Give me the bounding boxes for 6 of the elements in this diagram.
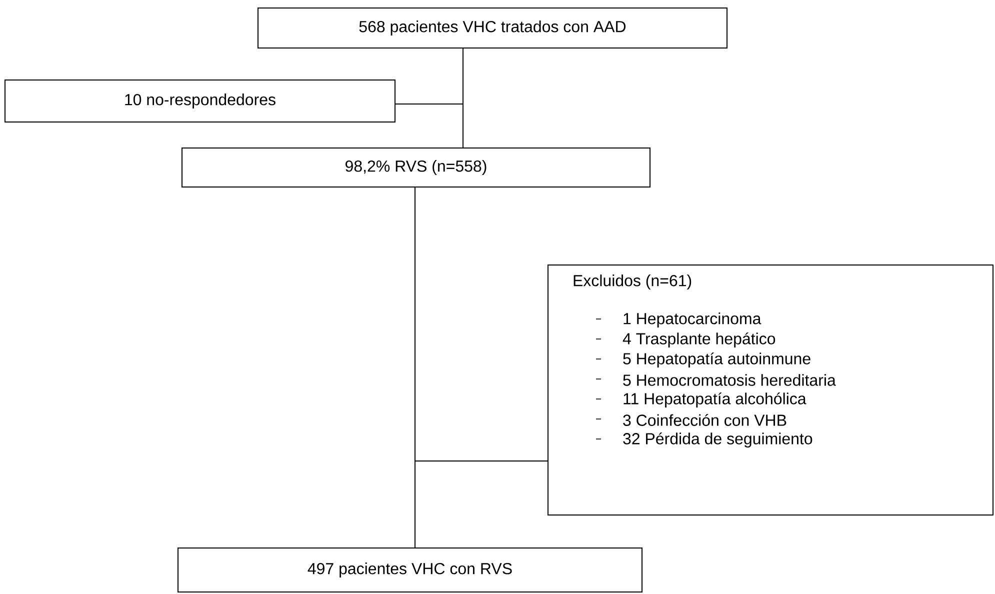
process-box: 497 pacientes VHC con RVS — [178, 548, 642, 592]
process-box: 10 no-respondedores — [4, 80, 396, 122]
process-box: 98,2% RVS (n=558) — [182, 148, 650, 188]
process-box: 568 pacientes VHC tratados con AAD — [258, 8, 728, 48]
connector-line — [462, 48, 464, 148]
exclusion-box: Excluidos (n=61) 1 Hepatocarcinoma 4 Trasplante hepático 5 Hepatopatía autoinmune 5 Hemocromatosis hereditaria 11 Hepatopatía alcohólica 3 Coinfección con VHB 32 Pérdida de seguimiento — [548, 264, 994, 516]
